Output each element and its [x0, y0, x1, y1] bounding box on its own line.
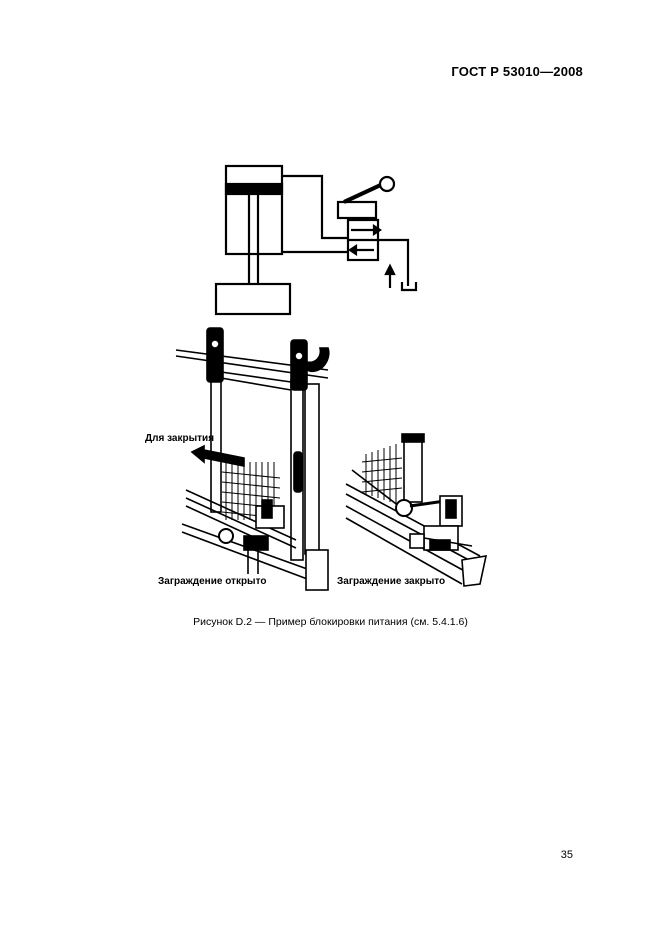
guard-closed-drawing: [345, 433, 488, 587]
cylinder-piston: [224, 182, 284, 196]
guard-closed-label: Заграждение закрыто: [337, 576, 445, 587]
figure-caption: Рисунок D.2 — Пример блокировки питания …: [193, 616, 468, 628]
closing-direction-label: Для закрытия: [145, 433, 214, 444]
guard-open-label: Заграждение открыто: [158, 576, 266, 587]
limit-switch-roller-closed-icon: [395, 499, 413, 517]
guard-open-drawing: [175, 327, 330, 591]
page-number: 35: [560, 849, 573, 861]
exhaust-icon: [400, 282, 418, 292]
load-block: [214, 282, 292, 316]
roller-icon: [378, 175, 396, 193]
document-header: ГОСТ Р 53010—2008: [451, 64, 583, 79]
closing-arrow-icon: [190, 444, 245, 467]
limit-switch-roller-icon: [218, 528, 234, 544]
valve-actuator: [336, 200, 378, 220]
pressure-arrow-icon: [384, 263, 396, 276]
pneumatic-schematic: [214, 164, 418, 316]
cylinder-body: [224, 164, 284, 256]
